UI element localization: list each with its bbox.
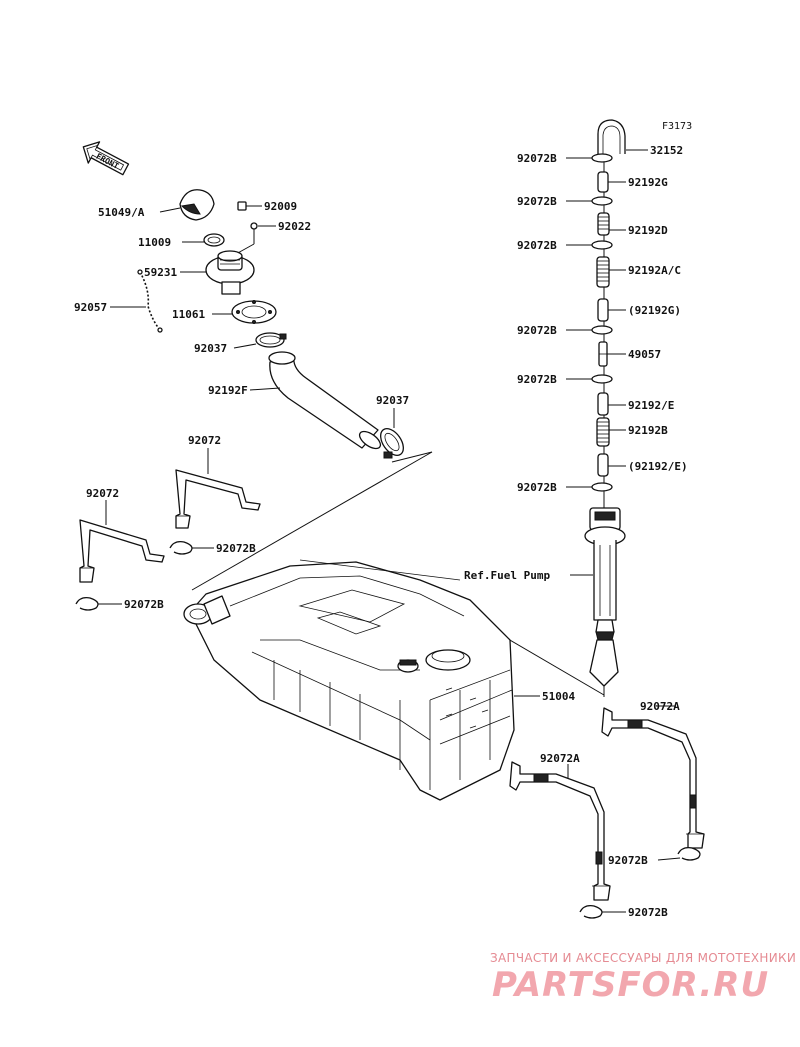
front-arrow-icon: FRONT (82, 141, 130, 176)
part-92072b-clip (591, 325, 613, 335)
part-92192g-tube (597, 171, 609, 193)
part-92072-strap (79, 519, 165, 583)
label-92192b: 92192B (628, 424, 668, 437)
part-92192f-hose (268, 351, 382, 450)
part-92192e-tube (597, 392, 609, 416)
label-92192e: 92192/E (628, 399, 674, 412)
part-92072a-strap (601, 707, 705, 849)
part-92072b-clip (169, 540, 193, 555)
label-92072b-5: 92072B (517, 373, 557, 386)
part-92192e-ref-tube (597, 453, 609, 477)
part-92072a-strap (509, 761, 611, 901)
part-92057-chain (139, 271, 161, 331)
part-92072b-clip (591, 196, 613, 206)
label-92192f: 92192F (208, 384, 248, 397)
label-92037-1: 92037 (194, 342, 227, 355)
part-51049a-cap (179, 189, 215, 221)
part-11009-gasket (203, 233, 225, 247)
label-92072b-7: 92072B (216, 542, 256, 555)
part-92072b-clip (75, 596, 99, 611)
part-11061-gasket (231, 300, 277, 324)
label-51004: 51004 (542, 690, 575, 703)
label-92072b-1: 92072B (517, 152, 557, 165)
label-92192g-ref: (92192G) (628, 304, 681, 317)
label-92009: 92009 (264, 200, 297, 213)
fuel-pump-assembly (584, 507, 626, 687)
label-92072-1: 92072 (188, 434, 221, 447)
part-92192ac-hose (596, 256, 610, 288)
label-59231: 59231 (144, 266, 177, 279)
part-92037-clamp (255, 332, 287, 348)
part-92192b-hose (596, 417, 610, 447)
label-92192g: 92192G (628, 176, 668, 189)
label-92192d: 92192D (628, 224, 668, 237)
label-92072-2: 92072 (86, 487, 119, 500)
label-92072a-2: 92072A (540, 752, 580, 765)
label-92072b-3: 92072B (517, 239, 557, 252)
label-49057: 49057 (628, 348, 661, 361)
part-32152-hose (597, 119, 626, 154)
part-92192g-ref-tube (597, 298, 609, 322)
label-92022: 92022 (278, 220, 311, 233)
part-92072b-clip (677, 846, 701, 861)
watermark-tagline: ЗАПЧАСТИ И АКСЕССУАРЫ ДЛЯ МОТОТЕХНИКИ (490, 951, 796, 965)
part-92072b-clip (591, 374, 613, 384)
label-92072b-9: 92072B (608, 854, 648, 867)
part-92192d-hose (597, 212, 610, 236)
part-51004-fuel-tank (183, 559, 515, 801)
label-92057: 92057 (74, 301, 107, 314)
figure-code: F3173 (662, 121, 692, 132)
label-11009: 11009 (138, 236, 171, 249)
label-92072b-6: 92072B (517, 481, 557, 494)
label-11061: 11061 (172, 308, 205, 321)
label-92072b-8: 92072B (124, 598, 164, 611)
part-59231-filler-neck (205, 250, 255, 295)
label-92072b-10: 92072B (628, 906, 668, 919)
part-92009-screw (237, 201, 252, 211)
label-92072a-1: 92072A (640, 700, 680, 713)
label-92192ac: 92192A/C (628, 264, 681, 277)
part-92072b-clip (591, 482, 613, 492)
label-92072b-2: 92072B (517, 195, 557, 208)
part-92072b-clip (591, 240, 613, 250)
part-92072b-clip (591, 153, 613, 163)
part-92072b-clip (579, 904, 603, 919)
label-92192e-ref: (92192/E) (628, 460, 688, 473)
part-92022-washer (250, 222, 258, 230)
label-51049a: 51049/A (98, 206, 145, 219)
label-92072b-4: 92072B (517, 324, 557, 337)
part-92037-clamp (380, 428, 404, 459)
watermark-logo: PARTSFOR.RU (492, 965, 769, 1005)
part-92072-strap (175, 469, 261, 529)
label-ref-fuel-pump: Ref.Fuel Pump (464, 569, 550, 582)
label-32152: 32152 (650, 144, 683, 157)
label-92037-2: 92037 (376, 394, 409, 407)
